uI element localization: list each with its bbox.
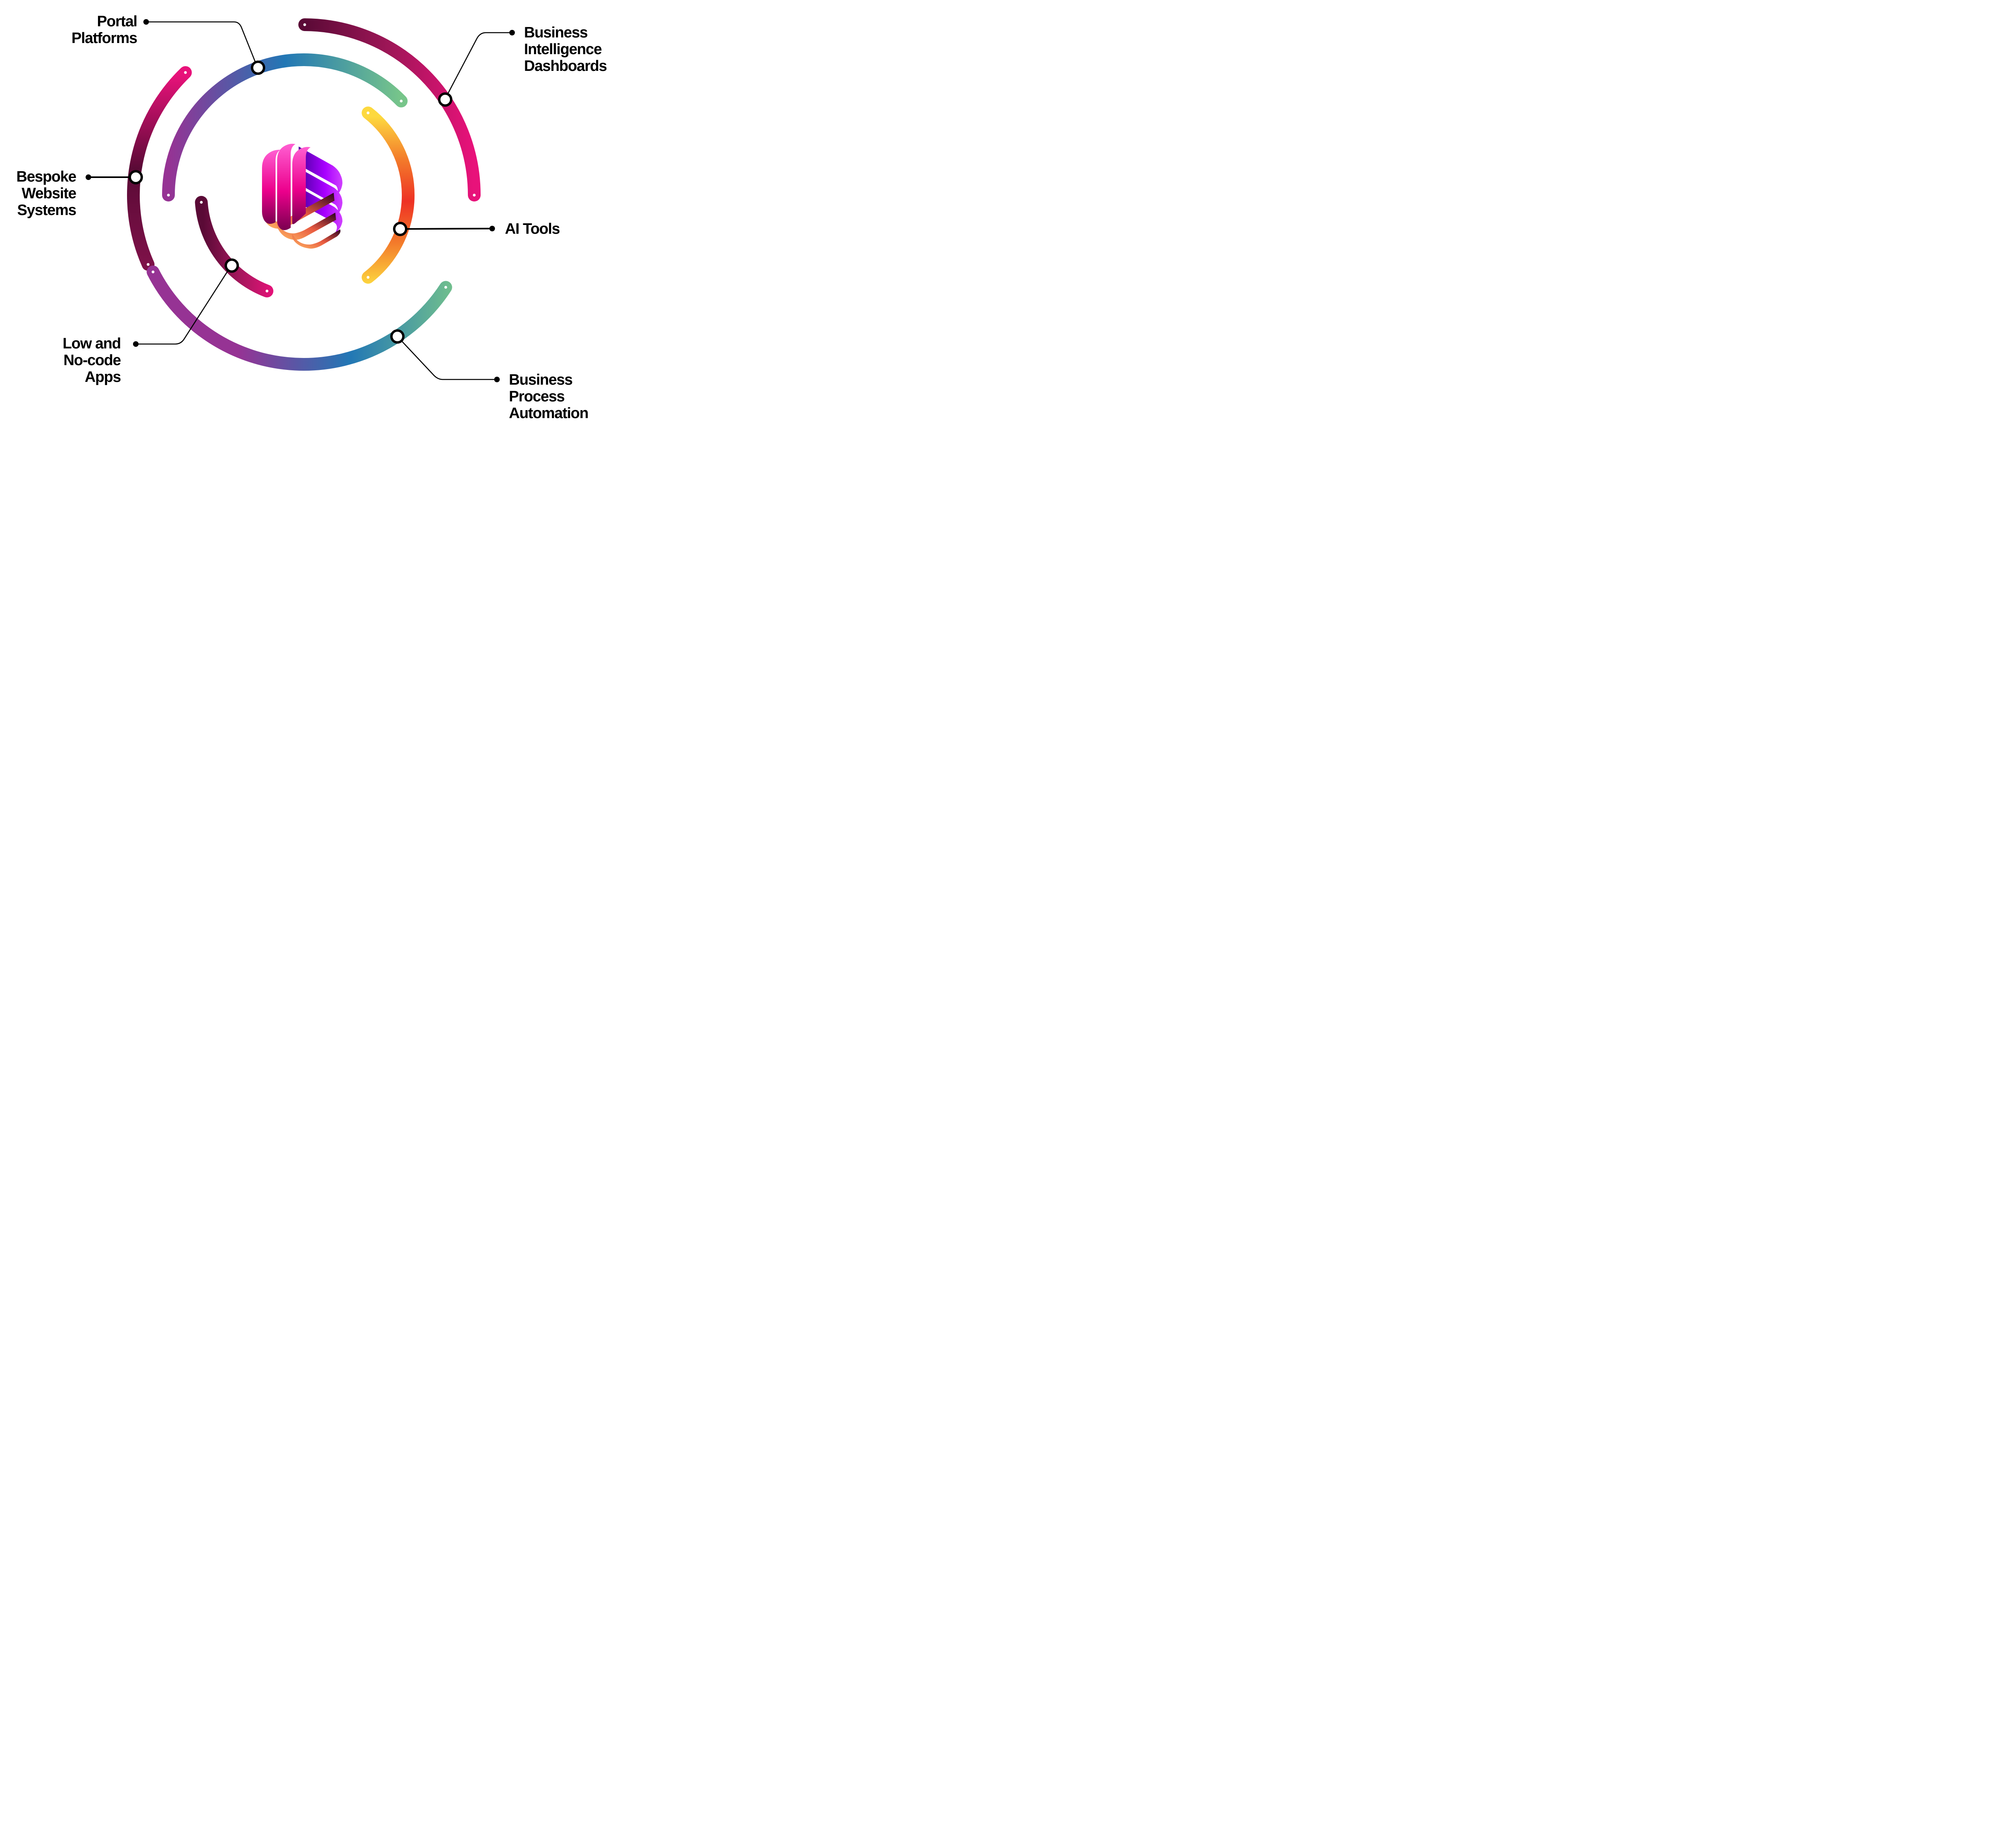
dot-business-intelligence-dashboards	[509, 30, 515, 35]
node-ai-tools[interactable]	[393, 222, 407, 236]
node-portal-platforms[interactable]	[251, 61, 265, 75]
node-business-process-automation[interactable]	[390, 329, 405, 344]
services-diagram	[86, 18, 515, 382]
label-business-process-automation: Business Process Automation	[509, 372, 589, 422]
arc-bespoke-website-systems	[127, 66, 192, 271]
dot-bespoke-website-systems	[86, 174, 91, 180]
arc-end-dot-business-process-automation-end	[444, 286, 447, 289]
connector-portal-platforms	[146, 21, 258, 67]
arc-end-dot-ai-tools-start	[366, 111, 370, 114]
arc-end-dot-low-and-no-code-apps-end	[266, 289, 268, 293]
ribbon-hexagon-logo-icon	[262, 144, 342, 249]
arc-end-dot-business-intelligence-dashboards-start	[303, 23, 306, 26]
dot-low-and-no-code-apps	[133, 341, 139, 347]
arc-end-dot-business-intelligence-dashboards-end	[473, 194, 476, 197]
service-arcs	[127, 18, 481, 371]
logo-ribbon-pink	[262, 150, 280, 224]
connector-business-intelligence-dashboards	[444, 32, 512, 99]
connector-business-process-automation	[397, 336, 497, 380]
node-bespoke-website-systems[interactable]	[129, 170, 143, 184]
label-bespoke-website-systems: Bespoke Website Systems	[16, 168, 76, 219]
arc-end-dot-bespoke-website-systems-start	[184, 71, 187, 74]
arc-end-dots	[147, 23, 476, 293]
arc-business-intelligence-dashboards	[298, 18, 481, 201]
dot-portal-platforms	[143, 19, 149, 25]
connectors	[88, 21, 512, 380]
arc-end-dot-portal-platforms-end	[400, 100, 403, 103]
arc-end-dot-bespoke-website-systems-end	[147, 263, 150, 266]
node-low-and-no-code-apps[interactable]	[225, 258, 239, 273]
ring-nodes	[129, 61, 452, 344]
arc-end-dot-ai-tools-end	[366, 276, 370, 279]
label-business-intelligence-dashboards: Business Intelligence Dashboards	[524, 24, 607, 74]
label-ai-tools: AI Tools	[505, 221, 560, 237]
dot-ai-tools	[489, 226, 495, 231]
arc-business-process-automation	[147, 265, 452, 371]
arc-end-dot-portal-platforms-start	[167, 194, 170, 197]
arc-end-dot-low-and-no-code-apps-start	[200, 201, 203, 204]
connector-low-and-no-code-apps	[136, 266, 232, 345]
arc-ai-tools	[362, 106, 415, 284]
connector-end-dots	[86, 19, 515, 382]
label-portal-platforms: Portal Platforms	[71, 13, 138, 47]
logo-ribbon-orange	[262, 193, 334, 229]
dot-business-process-automation	[494, 377, 500, 382]
node-business-intelligence-dashboards[interactable]	[438, 92, 452, 107]
label-low-and-no-code-apps: Low and No-code Apps	[63, 335, 121, 385]
arc-end-dot-business-process-automation-start	[151, 270, 155, 274]
arc-low-and-no-code-apps	[195, 196, 274, 297]
